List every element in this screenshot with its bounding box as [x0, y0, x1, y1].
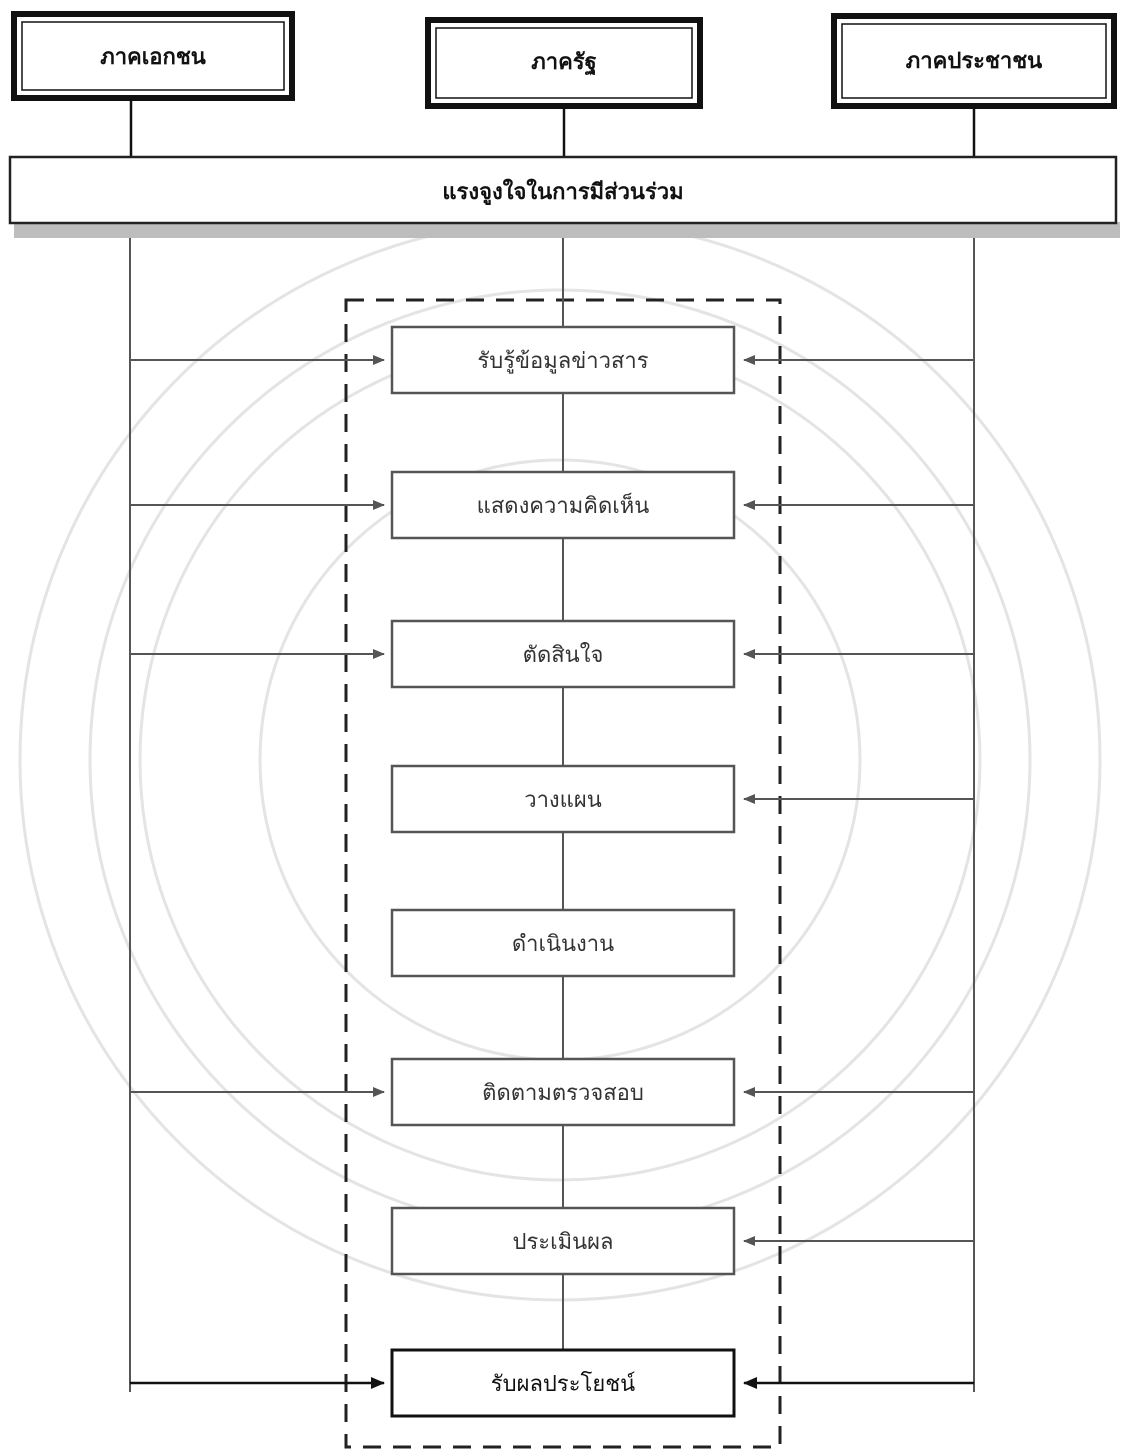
motivation-band: แรงจูงใจในการมีส่วนร่วม	[8, 155, 1120, 238]
step-label: ติดตามตรวจสอบ	[482, 1081, 644, 1106]
sector-private-label: ภาคเอกชน	[100, 45, 206, 70]
step-label: ประเมินผล	[512, 1230, 613, 1255]
step-label: รับผลประโยชน์	[491, 1371, 636, 1397]
step-box	[390, 908, 736, 978]
step-implement: ดำเนินงาน	[390, 908, 736, 978]
step-express-opinion: แสดงความคิดเห็น	[390, 470, 736, 540]
step-label: รับรู้ข้อมูลข่าวสาร	[477, 349, 648, 374]
sector-public-label: ภาคประชาชน	[906, 49, 1042, 74]
sector-government-label: ภาครัฐ	[531, 50, 597, 76]
step-receive-benefit: รับผลประโยชน์	[390, 1348, 736, 1418]
step-box	[390, 325, 736, 395]
step-monitor: ติดตามตรวจสอบ	[390, 1057, 736, 1127]
step-box	[390, 1206, 736, 1276]
step-plan: วางแผน	[390, 764, 736, 834]
step-evaluate: ประเมินผล	[390, 1206, 736, 1276]
step-label: แสดงความคิดเห็น	[477, 491, 650, 519]
step-receive-information: รับรู้ข้อมูลข่าวสาร	[390, 325, 736, 395]
step-label: ดำเนินงาน	[512, 932, 614, 957]
sector-public-box: ภาคประชาชน	[831, 13, 1117, 109]
step-label: ตัดสินใจ	[523, 642, 604, 668]
motivation-label: แรงจูงใจในการมีส่วนร่วม	[442, 178, 683, 206]
step-box	[390, 470, 736, 540]
step-decide: ตัดสินใจ	[390, 619, 736, 689]
sector-private-box: ภาคเอกชน	[11, 11, 295, 101]
sector-government-box: ภาครัฐ	[425, 17, 703, 109]
step-box	[390, 764, 736, 834]
process-steps: รับรู้ข้อมูลข่าวสารแสดงความคิดเห็นตัดสิน…	[130, 325, 974, 1418]
step-label: วางแผน	[524, 788, 602, 813]
step-box	[390, 619, 736, 689]
step-box	[390, 1348, 736, 1418]
step-box	[390, 1057, 736, 1127]
